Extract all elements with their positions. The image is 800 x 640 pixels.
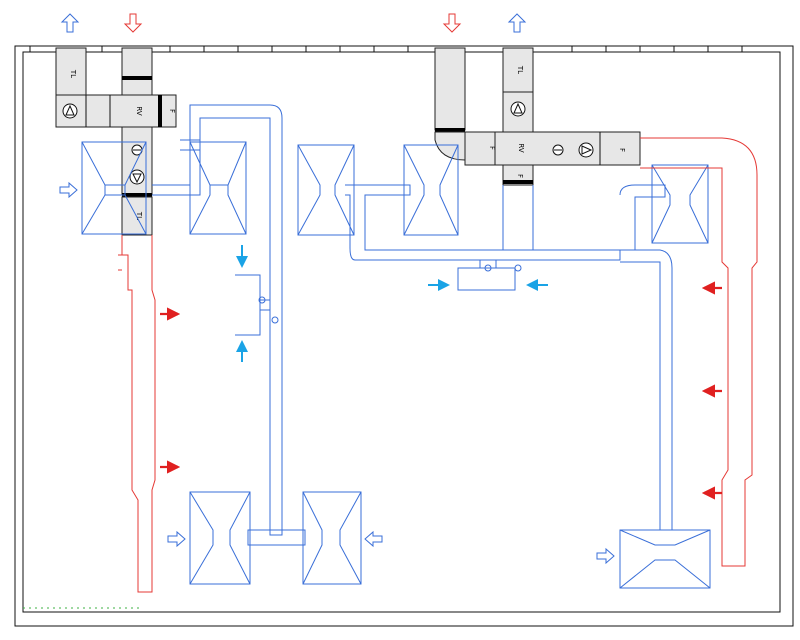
filter-label: F bbox=[168, 109, 176, 113]
damper-bar bbox=[122, 76, 152, 80]
outline-arrow-left-icon bbox=[364, 530, 383, 548]
damper-bar bbox=[503, 180, 533, 184]
damper-bar bbox=[158, 95, 162, 127]
outline-arrow-right-icon bbox=[167, 530, 186, 548]
tl-section-top bbox=[55, 47, 87, 96]
drawing-frame bbox=[14, 45, 794, 627]
elbow bbox=[434, 131, 466, 161]
tl-label: TL bbox=[69, 69, 77, 78]
tl-section-bottom bbox=[121, 196, 153, 236]
rv-label: RV bbox=[517, 143, 525, 152]
exhaust-duct-left bbox=[118, 235, 156, 593]
outline-arrow-down-icon bbox=[123, 13, 143, 33]
damper-bar bbox=[435, 128, 465, 132]
filter-label: F bbox=[516, 174, 524, 178]
air-handling-unit-right: TL F RV F F bbox=[434, 47, 641, 186]
outline-arrow-right-icon bbox=[59, 181, 78, 199]
outline-arrow-up-icon bbox=[60, 13, 80, 33]
outline-arrow-up-icon bbox=[507, 13, 527, 33]
outline-arrow-right-icon bbox=[596, 547, 615, 565]
outline-arrow-down-icon bbox=[442, 13, 462, 33]
exhaust-riser-top bbox=[121, 47, 153, 96]
tl-label: TL bbox=[135, 211, 143, 220]
fan-icon bbox=[62, 103, 78, 119]
air-handling-unit-left: TL F RV TL bbox=[55, 47, 177, 236]
filter-label: F bbox=[618, 148, 626, 152]
diffuser bbox=[189, 141, 247, 235]
damper-bar bbox=[122, 193, 152, 197]
exhaust-riser-top bbox=[434, 47, 466, 131]
diffuser bbox=[81, 141, 147, 235]
solid-flow-arrow-icon bbox=[160, 281, 722, 500]
supply-duct-network bbox=[152, 104, 673, 546]
diffuser bbox=[302, 491, 362, 585]
solid-flow-arrow-icon bbox=[236, 245, 548, 362]
frame-ruler bbox=[29, 46, 743, 52]
tl-section-top bbox=[502, 47, 534, 93]
heater-icon bbox=[552, 144, 564, 156]
diffuser bbox=[403, 144, 459, 236]
fan-icon bbox=[129, 169, 145, 185]
rv-label: RV bbox=[135, 106, 143, 115]
diffuser bbox=[651, 164, 709, 244]
diffuser bbox=[189, 491, 251, 585]
exhaust-duct-right bbox=[640, 137, 758, 567]
diffuser bbox=[619, 529, 711, 589]
tl-label: TL bbox=[516, 65, 524, 74]
diffuser bbox=[297, 144, 355, 236]
filter-label: F bbox=[488, 146, 496, 150]
fan-icon bbox=[578, 142, 594, 158]
filter-section bbox=[464, 131, 496, 166]
fan-icon bbox=[510, 101, 526, 117]
